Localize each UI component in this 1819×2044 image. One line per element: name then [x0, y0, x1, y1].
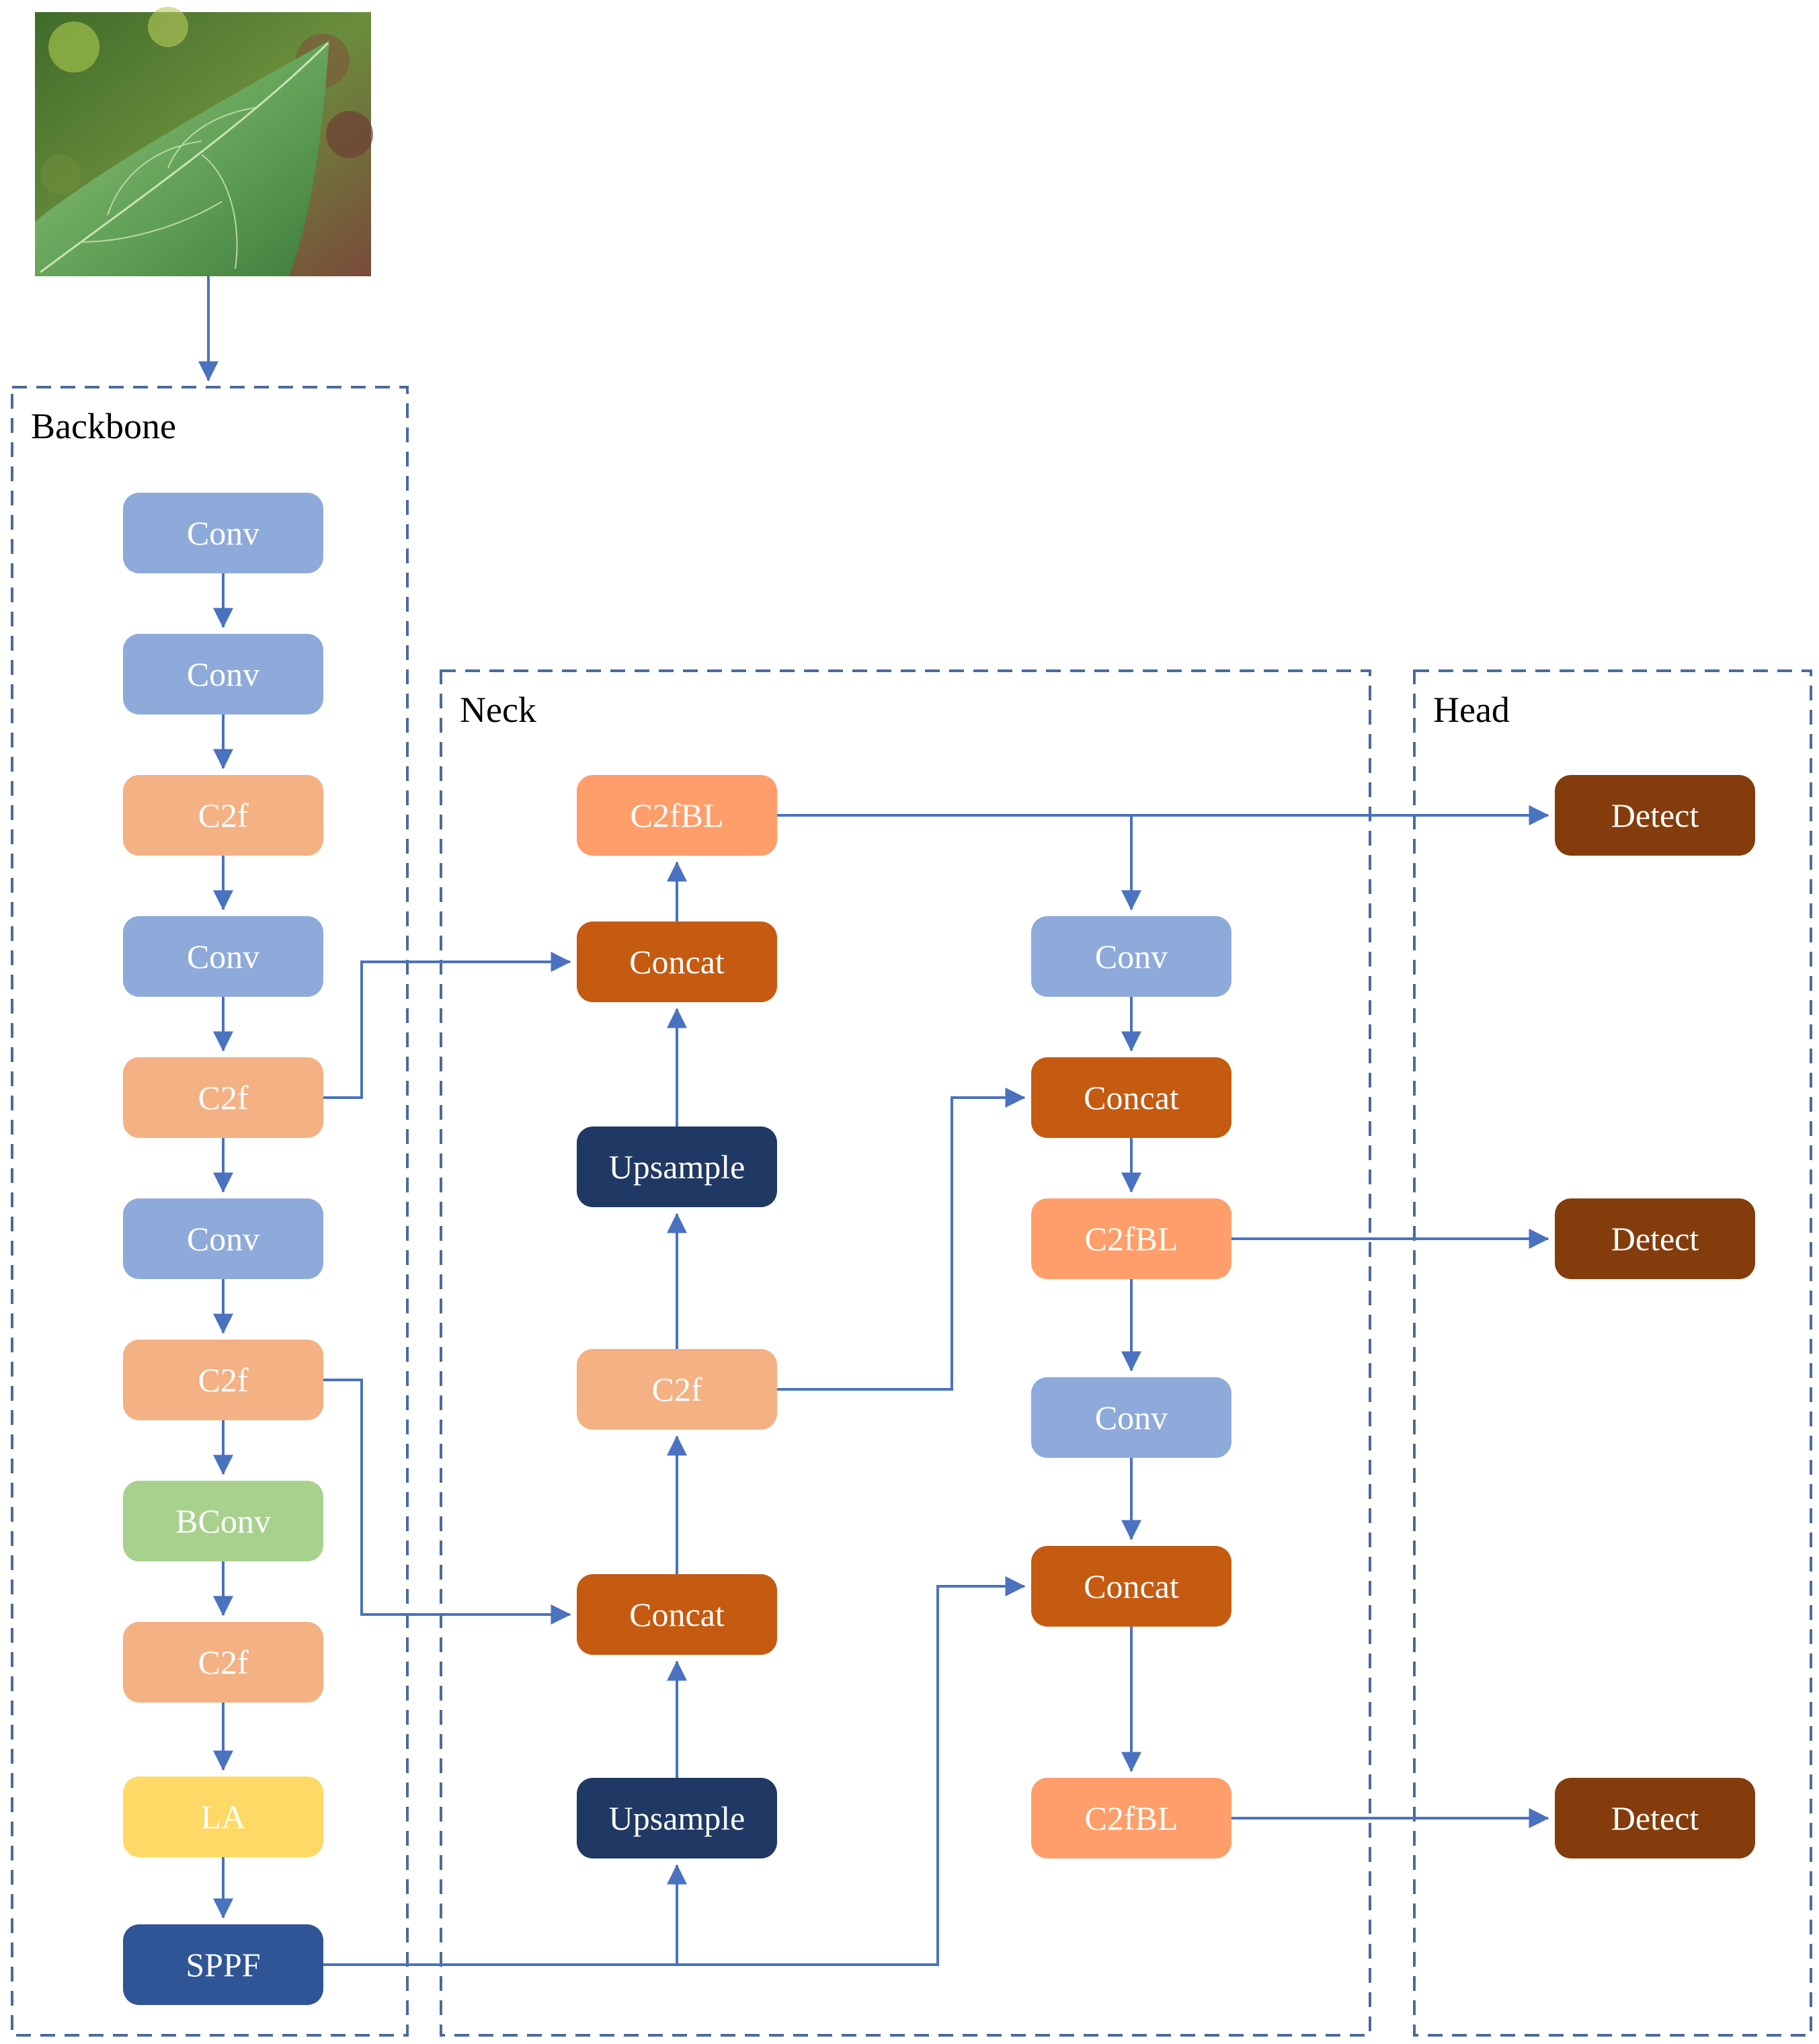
node-b7-label: C2f — [198, 1361, 249, 1399]
node-b3-label: C2f — [198, 796, 249, 834]
group-backbone-title: Backbone — [31, 406, 176, 446]
node-h2: Detect — [1555, 1198, 1755, 1279]
node-h3-label: Detect — [1611, 1799, 1699, 1837]
node-n3-label: Upsample — [609, 1148, 745, 1186]
node-b5: C2f — [123, 1057, 323, 1138]
node-n11-label: Concat — [1084, 1567, 1179, 1605]
node-n8: Concat — [1031, 1057, 1231, 1138]
node-n10: Conv — [1031, 1377, 1231, 1458]
node-n3: Upsample — [577, 1127, 777, 1207]
node-n12-label: C2fBL — [1085, 1799, 1178, 1837]
node-h2-label: Detect — [1611, 1220, 1699, 1258]
node-b6: Conv — [123, 1198, 323, 1279]
node-n12: C2fBL — [1031, 1778, 1231, 1858]
node-b8: BConv — [123, 1481, 323, 1561]
node-n2-label: Concat — [629, 943, 725, 981]
node-n4-label: C2f — [652, 1371, 702, 1408]
edge-n4-n8 — [777, 1088, 1026, 1391]
node-b11-label: SPPF — [186, 1946, 260, 1984]
node-b1: Conv — [123, 493, 323, 573]
group-backbone: Backbone — [11, 386, 409, 2037]
node-n6: Upsample — [577, 1778, 777, 1858]
group-head: Head — [1413, 669, 1812, 2037]
node-b4-label: Conv — [187, 938, 259, 975]
node-b2: Conv — [123, 634, 323, 714]
group-neck-title: Neck — [460, 690, 536, 730]
node-b11: SPPF — [123, 1924, 323, 2005]
edge-b7-n5 — [323, 1379, 571, 1625]
edge-layer — [198, 276, 1549, 1966]
node-b6-label: Conv — [187, 1220, 259, 1258]
edge-b11-n6 — [323, 1864, 687, 1966]
edge-b5-n2 — [323, 952, 571, 1099]
node-n7: Conv — [1031, 916, 1231, 997]
node-h1-label: Detect — [1611, 796, 1699, 834]
node-n10-label: Conv — [1095, 1399, 1168, 1436]
node-b10-label: LA — [201, 1798, 246, 1836]
node-n1-label: C2fBL — [631, 796, 724, 834]
node-n5-label: Concat — [629, 1596, 725, 1633]
node-layer: Conv Conv C2f Conv C2f Conv C2f BConv C2… — [123, 493, 1755, 2005]
node-b2-label: Conv — [187, 655, 259, 693]
group-neck: Neck — [440, 669, 1371, 2037]
node-b5-label: C2f — [198, 1079, 249, 1116]
node-n9-label: C2fBL — [1085, 1220, 1178, 1258]
node-n6-label: Upsample — [609, 1799, 745, 1837]
node-n8-label: Concat — [1084, 1079, 1179, 1116]
node-n2: Concat — [577, 922, 777, 1002]
node-b3: C2f — [123, 775, 323, 856]
node-n5: Concat — [577, 1574, 777, 1655]
node-b8-label: BConv — [175, 1502, 271, 1540]
node-b9: C2f — [123, 1622, 323, 1703]
node-n11: Concat — [1031, 1546, 1231, 1627]
edge-b11-n11 — [677, 1576, 1026, 1966]
node-b7: C2f — [123, 1340, 323, 1420]
node-b9-label: C2f — [198, 1643, 249, 1681]
node-b10: LA — [123, 1776, 323, 1857]
node-n7-label: Conv — [1095, 938, 1168, 975]
node-n9: C2fBL — [1031, 1198, 1231, 1279]
node-b1-label: Conv — [187, 514, 259, 552]
node-n1: C2fBL — [577, 775, 777, 856]
group-head-title: Head — [1433, 690, 1510, 730]
input-leaf-image — [35, 7, 373, 276]
node-h1: Detect — [1555, 775, 1755, 856]
node-b4: Conv — [123, 916, 323, 997]
node-h3: Detect — [1555, 1778, 1755, 1858]
node-n4: C2f — [577, 1349, 777, 1430]
